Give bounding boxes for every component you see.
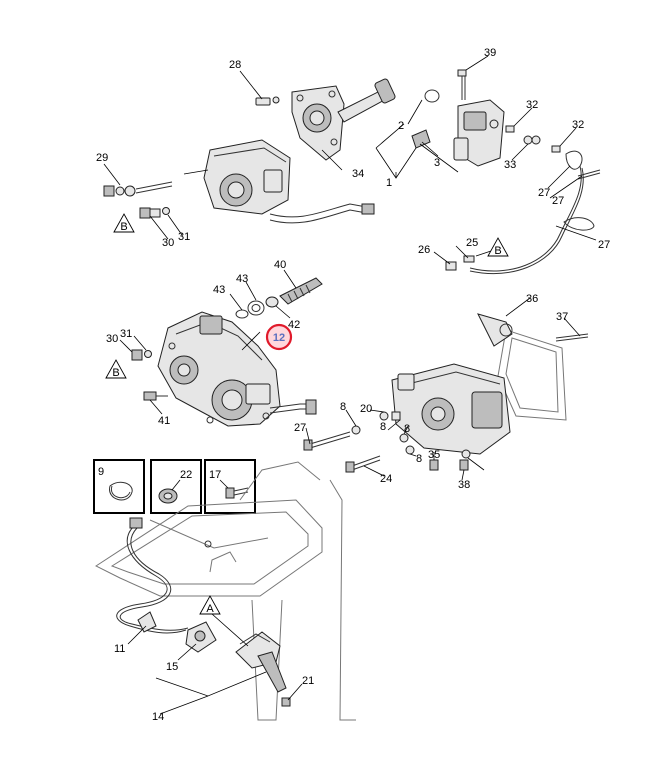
callout-1: 1 bbox=[386, 177, 392, 189]
callout-26: 26 bbox=[418, 244, 430, 256]
callout-20: 20 bbox=[360, 403, 372, 415]
callout-35: 35 bbox=[428, 449, 440, 461]
callout-25: 25 bbox=[466, 237, 478, 249]
callout-36: 36 bbox=[526, 293, 538, 305]
callout-8-b: 8 bbox=[380, 421, 386, 433]
callout-30-middle: 30 bbox=[106, 333, 118, 345]
callout-8-c: 8 bbox=[404, 423, 410, 435]
callout-29: 29 bbox=[96, 152, 108, 164]
reference-box-9 bbox=[93, 459, 145, 514]
callout-27-middle: 27 bbox=[294, 422, 306, 434]
callout-43-top: 43 bbox=[236, 273, 248, 285]
callout-17: 17 bbox=[209, 469, 221, 481]
callout-8-d: 8 bbox=[416, 453, 422, 465]
callout-12: 12 bbox=[273, 332, 285, 344]
reference-box-22 bbox=[150, 459, 202, 514]
marker-b-upper-label: B bbox=[120, 221, 127, 233]
rear-output-assembly bbox=[303, 297, 589, 481]
callout-14: 14 bbox=[152, 711, 164, 723]
callout-30-upper: 30 bbox=[162, 237, 174, 249]
callout-38: 38 bbox=[458, 479, 470, 491]
transfer-case-main-assembly bbox=[119, 269, 323, 427]
callout-41: 41 bbox=[158, 415, 170, 427]
marker-b-middle-label: B bbox=[112, 367, 119, 379]
callout-22: 22 bbox=[180, 469, 192, 481]
callout-21: 21 bbox=[302, 675, 314, 687]
callout-43-left: 43 bbox=[213, 284, 225, 296]
marker-a-label: A bbox=[206, 603, 214, 615]
callout-34: 34 bbox=[352, 168, 364, 180]
callout-8-a: 8 bbox=[340, 401, 346, 413]
callout-31-middle: 31 bbox=[120, 328, 132, 340]
lower-frame-and-switch-assembly bbox=[94, 461, 356, 721]
callout-3: 3 bbox=[434, 157, 440, 169]
callout-33: 33 bbox=[504, 159, 516, 171]
callout-31-upper: 31 bbox=[178, 231, 190, 243]
callout-32-left: 32 bbox=[526, 99, 538, 111]
callout-39: 39 bbox=[484, 47, 496, 59]
actuator-assembly bbox=[375, 55, 601, 275]
transfer-case-upper-assembly bbox=[103, 70, 396, 240]
callout-24: 24 bbox=[380, 473, 392, 485]
callout-labels: 28 29 34 30 31 39 2 3 1 32 32 33 27 27 2… bbox=[96, 47, 610, 723]
callout-37: 37 bbox=[556, 311, 568, 323]
callout-42: 42 bbox=[288, 319, 300, 331]
callout-28: 28 bbox=[229, 59, 241, 71]
callout-40: 40 bbox=[274, 259, 286, 271]
marker-b-right-label: B bbox=[494, 245, 501, 257]
reference-marker-b-middle: B bbox=[105, 359, 127, 379]
callout-27-top-b: 27 bbox=[552, 195, 564, 207]
callout-9: 9 bbox=[98, 466, 104, 478]
highlighted-callout-12[interactable]: 12 bbox=[265, 323, 293, 351]
reference-marker-a: A bbox=[199, 595, 221, 615]
callout-2: 2 bbox=[398, 120, 404, 132]
callout-32-right: 32 bbox=[572, 119, 584, 131]
callout-27-top-a: 27 bbox=[538, 187, 550, 199]
callout-27-right: 27 bbox=[598, 239, 610, 251]
reference-marker-b-upper: B bbox=[113, 213, 135, 233]
reference-marker-b-right: B bbox=[487, 237, 509, 257]
callout-15: 15 bbox=[166, 661, 178, 673]
callout-11: 11 bbox=[114, 643, 125, 655]
